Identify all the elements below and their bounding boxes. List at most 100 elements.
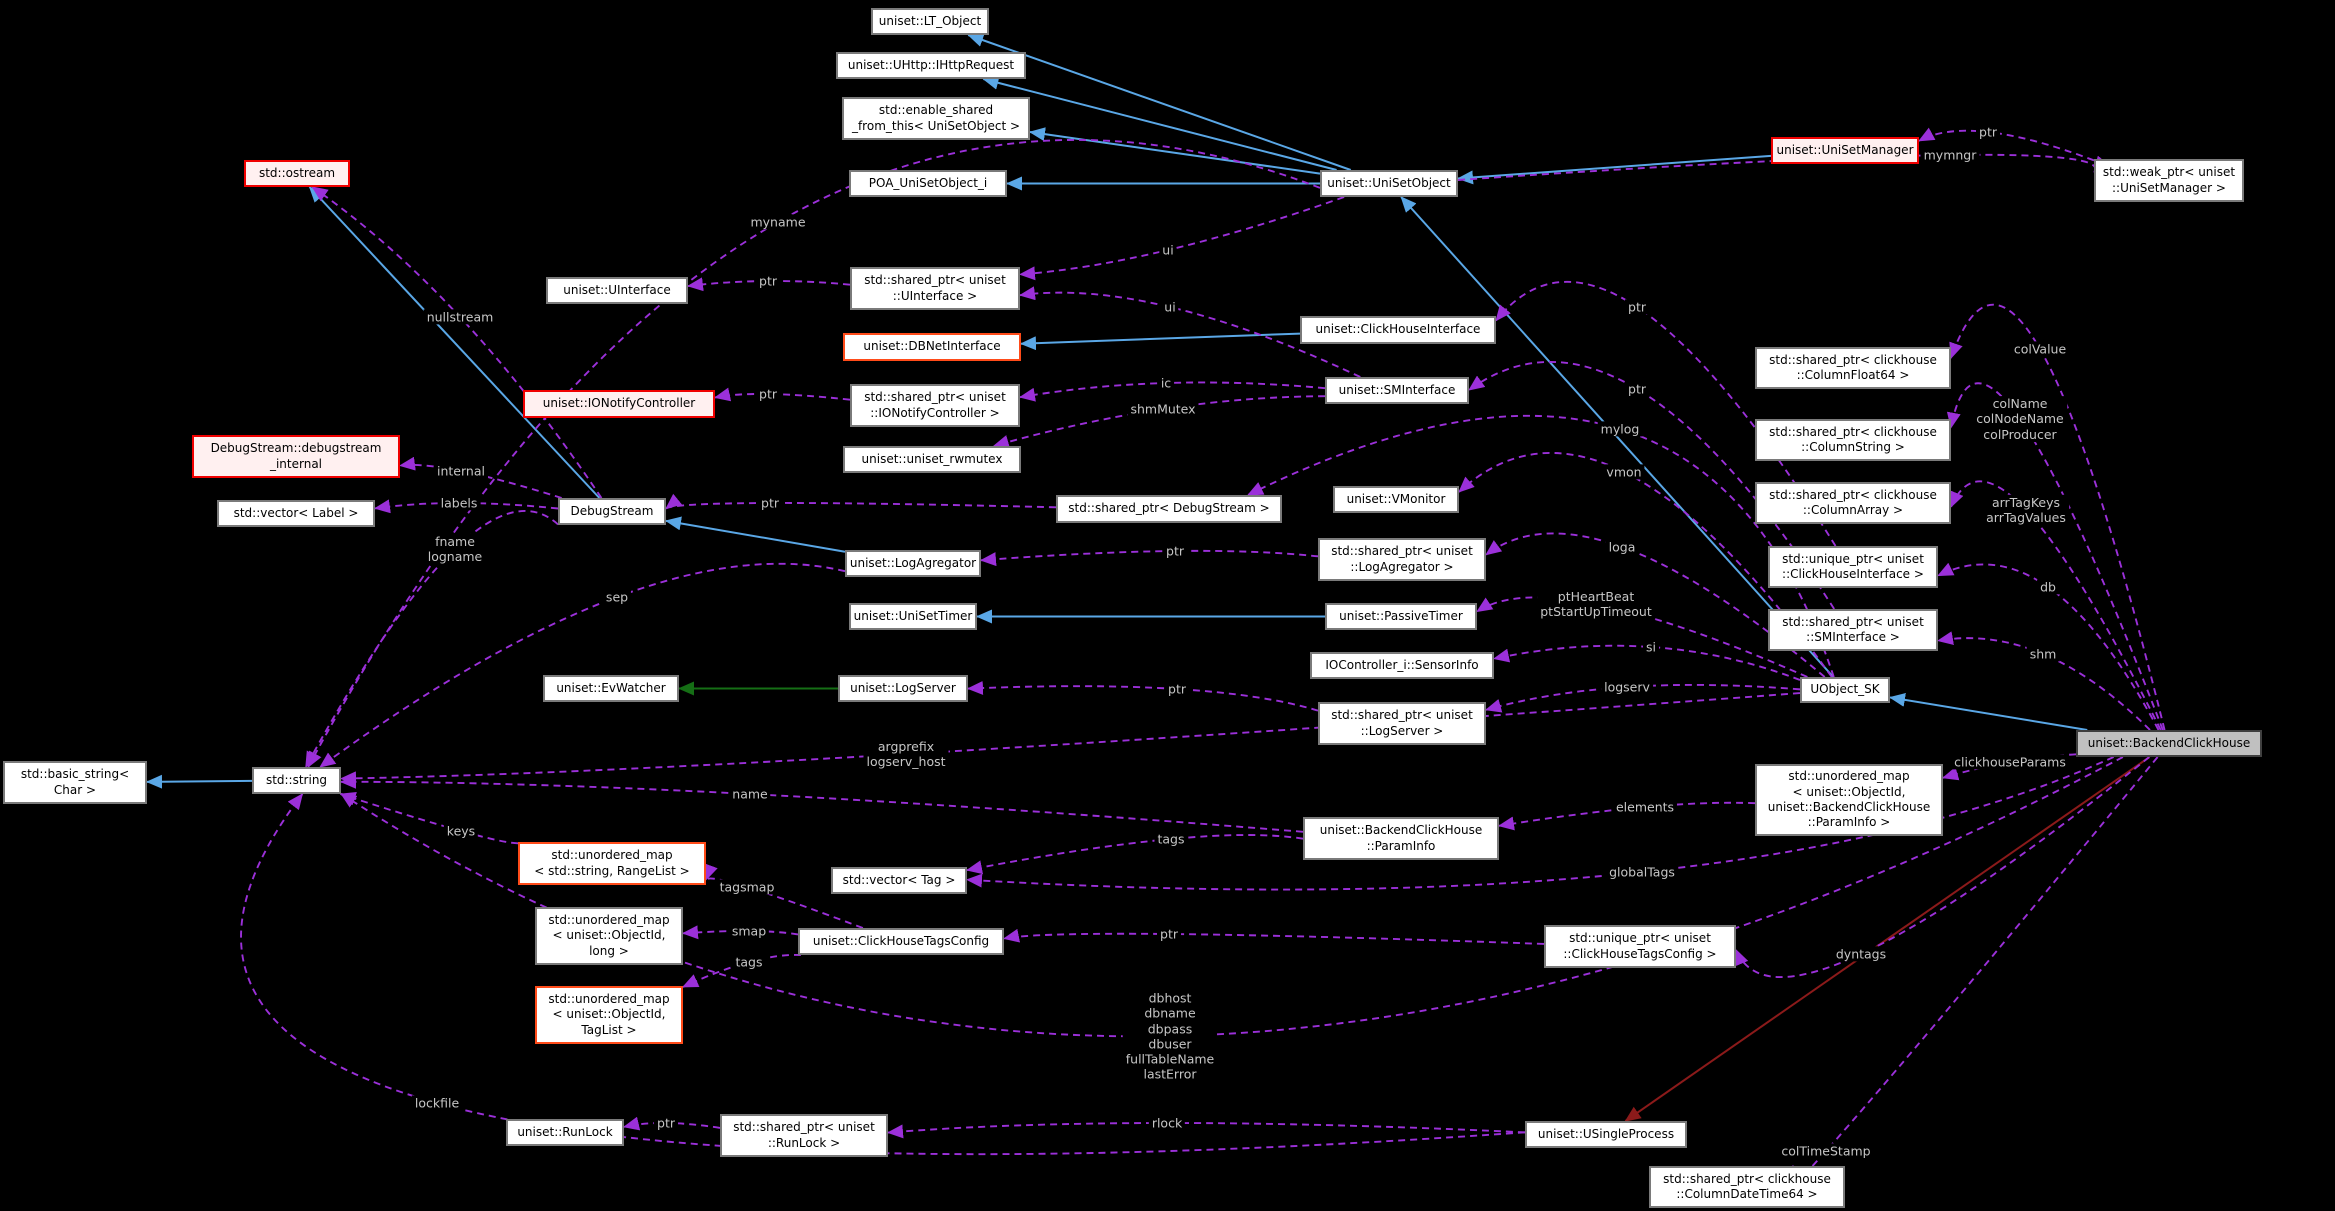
edge-label-smap: smap bbox=[728, 923, 770, 939]
edge-unisetobject-to-stdstring bbox=[307, 139, 1321, 768]
node-runlock[interactable]: uniset::RunLock bbox=[506, 1119, 624, 1146]
node-uobject_sk[interactable]: UObject_SK bbox=[1800, 677, 1890, 703]
edge-uobject_sk-to-sensorinfo bbox=[1493, 644, 1801, 681]
edge-paraminfo-to-stdstring bbox=[340, 774, 1304, 833]
edge-label-mymngr: mymngr bbox=[1920, 147, 1980, 163]
node-vector_tag[interactable]: std::vector< Tag > bbox=[831, 867, 967, 894]
node-sp_colfloat[interactable]: std::shared_ptr< clickhouse ::ColumnFloa… bbox=[1755, 347, 1951, 389]
edge-label-elements: elements bbox=[1612, 799, 1678, 815]
edge-label-arrtag: arrTagKeys arrTagValues bbox=[1983, 494, 2069, 526]
node-vmonitor[interactable]: uniset::VMonitor bbox=[1333, 486, 1459, 513]
edge-unisetobject-to-lt_object bbox=[967, 33, 1352, 171]
node-evwatcher[interactable]: uniset::EvWatcher bbox=[543, 675, 679, 702]
node-umap_taglist[interactable]: std::unordered_map < uniset::ObjectId, T… bbox=[535, 986, 683, 1044]
node-ostream[interactable]: std::ostream bbox=[244, 160, 350, 187]
edge-up_tagsconfig-to-tagsconfig bbox=[1003, 928, 1545, 945]
node-unisettimer[interactable]: uniset::UniSetTimer bbox=[849, 603, 977, 630]
node-sensorinfo[interactable]: IOController_i::SensorInfo bbox=[1310, 652, 1494, 679]
edge-sp_ionotify-to-ionotifycontroller bbox=[714, 387, 851, 402]
node-sp_logserver[interactable]: std::shared_ptr< uniset ::LogServer > bbox=[1318, 702, 1486, 745]
edge-label-ptr_dbg: ptr bbox=[758, 495, 782, 511]
edge-unisetobject-to-enable_shared bbox=[1029, 127, 1321, 175]
edge-sminterface-to-sp_uinterface bbox=[1019, 286, 1361, 378]
node-sp_ionotify[interactable]: std::shared_ptr< uniset ::IONotifyContro… bbox=[850, 384, 1020, 427]
node-clickhouseinterface[interactable]: uniset::ClickHouseInterface bbox=[1300, 316, 1496, 344]
edge-label-si: si bbox=[1643, 639, 1659, 655]
node-ihttprequest[interactable]: uniset::UHttp::IHttpRequest bbox=[836, 52, 1026, 79]
edge-label-tagsmap: tagsmap bbox=[716, 879, 778, 895]
node-usingleprocess[interactable]: uniset::USingleProcess bbox=[1525, 1121, 1687, 1148]
node-dbnetinterface[interactable]: uniset::DBNetInterface bbox=[843, 333, 1021, 361]
edge-label-keys: keys bbox=[443, 823, 479, 839]
node-sp_debugstream[interactable]: std::shared_ptr< DebugStream > bbox=[1056, 495, 1282, 523]
edge-label-ic: ic bbox=[1157, 375, 1175, 391]
node-up_tagsconfig[interactable]: std::unique_ptr< uniset ::ClickHouseTags… bbox=[1544, 925, 1736, 968]
node-up_chi[interactable]: std::unique_ptr< uniset ::ClickHouseInte… bbox=[1768, 546, 1938, 588]
node-sp_logagregator[interactable]: std::shared_ptr< uniset ::LogAgregator > bbox=[1318, 538, 1486, 581]
node-stdstring[interactable]: std::string bbox=[252, 767, 341, 794]
edge-sp_smi-to-sminterface bbox=[1468, 360, 1835, 610]
node-sp_coldatetime[interactable]: std::shared_ptr< clickhouse ::ColumnDate… bbox=[1649, 1166, 1845, 1208]
edge-debugstream-to-ostream bbox=[308, 186, 601, 499]
edge-label-ptr_loga: ptr bbox=[1163, 543, 1187, 559]
edge-label-db: db bbox=[2037, 579, 2059, 595]
edge-usingleprocess-to-sp_runlock bbox=[887, 1122, 1526, 1139]
node-unisetmanager[interactable]: uniset::UniSetManager bbox=[1771, 137, 1919, 164]
node-vector_label[interactable]: std::vector< Label > bbox=[217, 500, 375, 527]
edge-sp_logagregator-to-logagregator bbox=[980, 549, 1319, 567]
node-lt_object[interactable]: uniset::LT_Object bbox=[871, 8, 989, 35]
edge-label-sep: sep bbox=[602, 589, 632, 605]
node-uinterface[interactable]: uniset::UInterface bbox=[546, 277, 688, 304]
edge-debugstream-to-stdstring bbox=[304, 510, 559, 768]
node-sp_uinterface[interactable]: std::shared_ptr< uniset ::UInterface > bbox=[850, 267, 1020, 310]
edge-label-clickhouseparams: clickhouseParams bbox=[1951, 754, 2069, 770]
node-weakptr_mngr[interactable]: std::weak_ptr< uniset ::UniSetManager > bbox=[2094, 159, 2244, 202]
edge-label-coltimestamp: colTimeStamp bbox=[1778, 1143, 1874, 1159]
node-debugstream[interactable]: DebugStream bbox=[558, 498, 666, 525]
node-passivetimer[interactable]: uniset::PassiveTimer bbox=[1325, 603, 1477, 630]
node-sp_colstring[interactable]: std::shared_ptr< clickhouse ::ColumnStri… bbox=[1755, 419, 1951, 461]
node-dbg_internal[interactable]: DebugStream::debugstream _internal bbox=[192, 435, 400, 478]
node-basic_string[interactable]: std::basic_string< Char > bbox=[3, 761, 147, 804]
node-umap_paraminfo[interactable]: std::unordered_map < uniset::ObjectId, u… bbox=[1755, 764, 1943, 836]
edge-label-loga: loga bbox=[1605, 539, 1639, 555]
node-umap_long[interactable]: std::unordered_map < uniset::ObjectId, l… bbox=[535, 907, 683, 965]
edge-label-tags2: tags bbox=[732, 954, 766, 970]
node-tagsconfig[interactable]: uniset::ClickHouseTagsConfig bbox=[798, 928, 1004, 955]
edge-label-ptr_mngr: ptr bbox=[1976, 124, 2000, 140]
edge-label-fname: fname logname bbox=[424, 533, 486, 565]
edge-label-ptr_tagscfg: ptr bbox=[1157, 926, 1181, 942]
edge-label-ui2: ui bbox=[1161, 299, 1179, 315]
edge-unisetmanager-to-unisetobject bbox=[1457, 154, 1772, 185]
edge-logagregator-to-debugstream bbox=[665, 516, 846, 553]
node-ionotifycontroller[interactable]: uniset::IONotifyController bbox=[523, 390, 715, 418]
node-logagregator[interactable]: uniset::LogAgregator bbox=[845, 550, 981, 577]
edge-label-name: name bbox=[729, 786, 771, 802]
edge-label-nullstream: nullstream bbox=[423, 309, 497, 325]
edge-backend-to-vector_tag bbox=[966, 756, 2115, 891]
edge-label-colvalue: colValue bbox=[2010, 341, 2070, 357]
edge-unisetobject-to-sp_uinterface bbox=[1019, 196, 1345, 281]
edge-uobject_sk-to-unisetobject bbox=[1400, 196, 1835, 678]
node-umap_rangelist[interactable]: std::unordered_map < std::string, RangeL… bbox=[518, 842, 706, 885]
node-poa[interactable]: POA_UniSetObject_i bbox=[849, 170, 1007, 197]
edge-label-ptr_ion: ptr bbox=[756, 386, 780, 402]
node-sminterface[interactable]: uniset::SMInterface bbox=[1325, 377, 1469, 404]
edge-uobject_sk-to-stdstring bbox=[340, 692, 1801, 786]
edge-label-ptr_runlock: ptr bbox=[654, 1115, 678, 1131]
edge-label-dyntags: dyntags bbox=[1832, 946, 1890, 962]
node-sp_runlock[interactable]: std::shared_ptr< uniset ::RunLock > bbox=[720, 1114, 888, 1157]
edge-label-ptr_ui: ptr bbox=[756, 273, 780, 289]
edge-label-ptr_smi: ptr bbox=[1625, 381, 1649, 397]
node-logserver[interactable]: uniset::LogServer bbox=[838, 675, 968, 702]
edge-label-ptheartbeat: ptHeartBeat ptStartUpTimeout bbox=[1537, 588, 1655, 620]
node-rwmutex[interactable]: uniset::uniset_rwmutex bbox=[843, 446, 1021, 473]
edge-label-lockfile: lockfile bbox=[411, 1095, 463, 1111]
edge-label-shm: shm bbox=[2026, 646, 2060, 662]
node-sp_colarray[interactable]: std::shared_ptr< clickhouse ::ColumnArra… bbox=[1755, 482, 1951, 524]
node-unisetobject[interactable]: uniset::UniSetObject bbox=[1320, 170, 1458, 197]
node-sp_smi[interactable]: std::shared_ptr< uniset ::SMInterface > bbox=[1768, 609, 1938, 651]
node-paraminfo[interactable]: uniset::BackendClickHouse ::ParamInfo bbox=[1303, 817, 1499, 860]
node-enable_shared[interactable]: std::enable_shared _from_this< UniSetObj… bbox=[842, 97, 1030, 140]
edge-label-shmmutex: shmMutex bbox=[1127, 401, 1199, 417]
